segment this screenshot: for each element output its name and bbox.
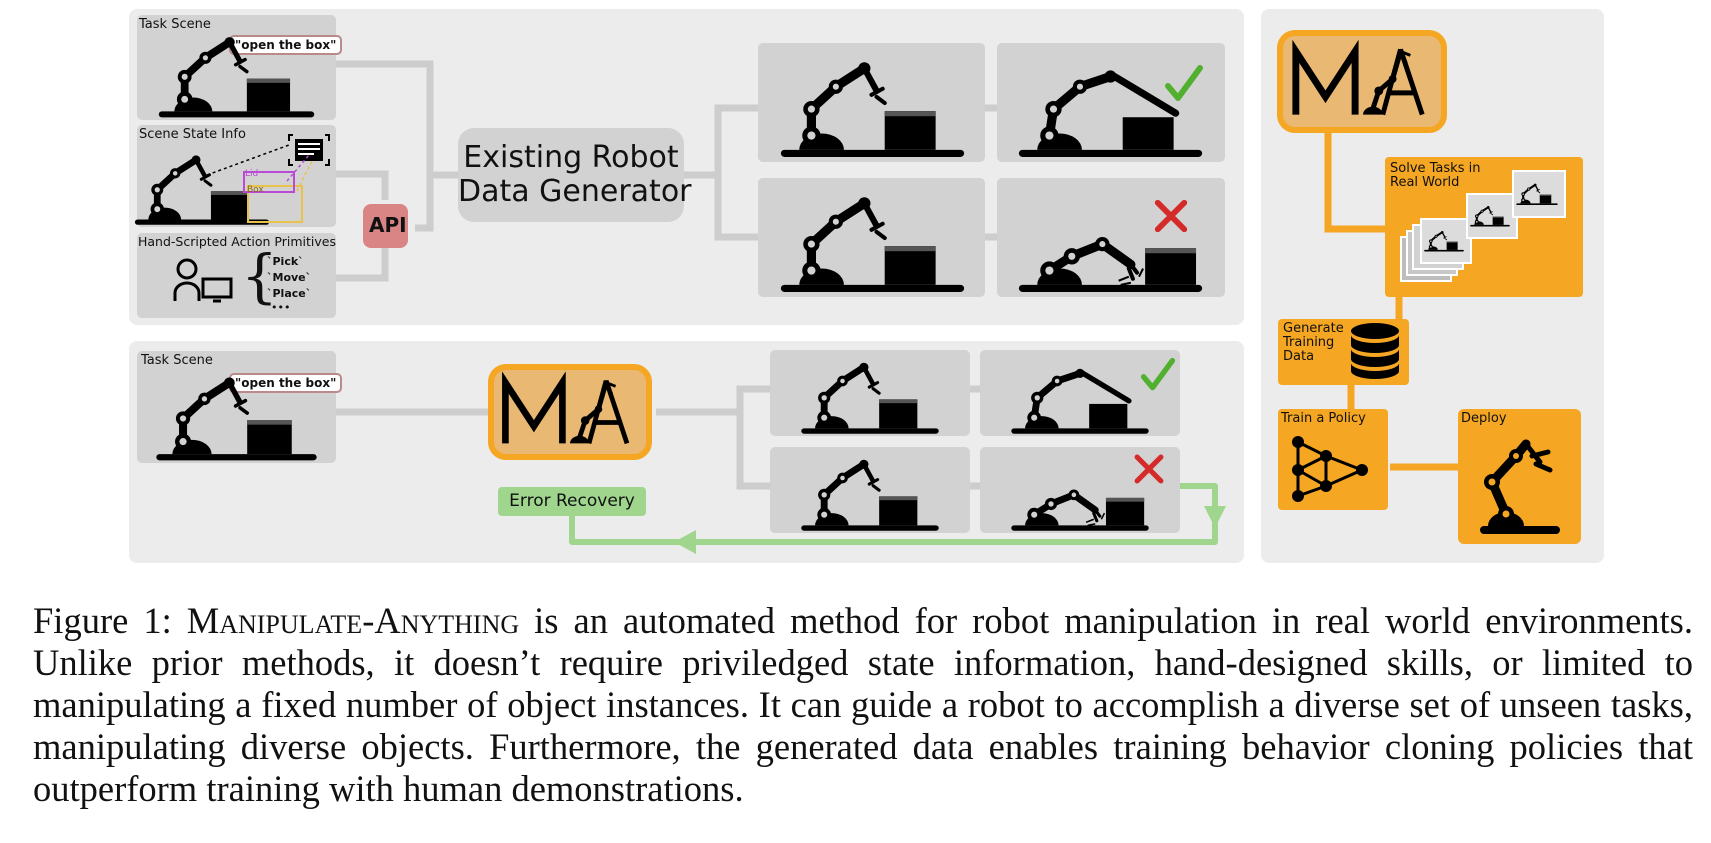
- ma-logo-box: [1277, 30, 1447, 133]
- caption-prefix: Figure 1:: [33, 600, 187, 641]
- primitives-tile: Hand-Scripted Action Primitives { `Pick`…: [137, 233, 336, 318]
- generate-line2: Training: [1283, 335, 1335, 350]
- database-icon: [1351, 323, 1399, 379]
- lid-bounding-box: [243, 171, 295, 193]
- generate-line1: Generate: [1283, 321, 1344, 336]
- top-attempt-tile-1: [758, 43, 985, 162]
- box-label: Box: [247, 185, 264, 195]
- robot-arm-icon: [1480, 439, 1560, 534]
- primitive-place: `Place`: [267, 287, 312, 300]
- scene-state-tile: Scene State Info Lid Box: [137, 125, 336, 227]
- brace: {: [241, 242, 278, 310]
- bottom-attempt-tile-1: [770, 350, 970, 436]
- data-generator-box: [458, 128, 684, 222]
- robot-arm-icon: [1422, 222, 1466, 258]
- figure-caption: Figure 1: Manipulate-Anything is an auto…: [33, 600, 1693, 810]
- deploy-label: Deploy: [1461, 411, 1507, 426]
- api-label: API: [369, 213, 407, 237]
- bottom-task-scene-label: Task Scene: [141, 353, 213, 368]
- caption-method-name: Manipulate-Anything: [186, 600, 520, 641]
- bottom-fail-tile: [980, 447, 1180, 533]
- robot-arm-icon: [1468, 197, 1512, 233]
- primitive-pick: `Pick`: [267, 255, 304, 268]
- task-card: [1512, 170, 1566, 218]
- train-policy-label: Train a Policy: [1281, 411, 1366, 426]
- bottom-task-scene-tile: Task Scene "open the box": [137, 351, 343, 463]
- error-recovery-badge: [498, 487, 646, 516]
- generate-line3: Data: [1283, 349, 1315, 364]
- generator-label-line2: Data Generator: [458, 174, 692, 209]
- solve-tasks-line2: Real World: [1390, 175, 1460, 190]
- error-recovery-label: Error Recovery: [509, 491, 635, 511]
- solve-tasks-line1: Solve Tasks in: [1390, 161, 1481, 176]
- instruction-bubble: "open the box": [229, 35, 343, 55]
- bottom-attempt-tile-2: [770, 447, 970, 533]
- top-attempt-tile-2: [758, 178, 985, 297]
- task-scene-label: Task Scene: [139, 17, 211, 32]
- bottom-success-tile: [980, 350, 1180, 436]
- document-icon: [288, 134, 330, 166]
- caption-body: is an automated method for robot manipul…: [33, 600, 1694, 809]
- ma-logo-icon: [1284, 36, 1442, 128]
- api-badge: [363, 204, 408, 248]
- primitives-label: Hand-Scripted Action Primitives: [138, 234, 336, 249]
- top-success-tile: [997, 43, 1225, 162]
- primitive-move: `Move`: [267, 271, 312, 284]
- task-scene-tile: Task Scene "open the box": [137, 15, 343, 120]
- projection-lines: [206, 144, 314, 192]
- bottom-instruction-bubble: "open the box": [229, 373, 343, 393]
- lid-label: Lid: [245, 169, 259, 179]
- scene-state-label: Scene State Info: [139, 127, 246, 142]
- manipulate-anything-logo-box: [488, 364, 652, 460]
- box-bounding-box: [247, 185, 303, 223]
- robot-arm-icon: [1514, 174, 1560, 212]
- network-icon: [1292, 436, 1368, 502]
- generator-label-line1: Existing Robot: [463, 140, 679, 175]
- person-computer-icon: [173, 258, 233, 303]
- primitive-ellipsis: •••: [271, 301, 291, 314]
- task-card: [1466, 193, 1518, 239]
- task-card: [1420, 218, 1472, 264]
